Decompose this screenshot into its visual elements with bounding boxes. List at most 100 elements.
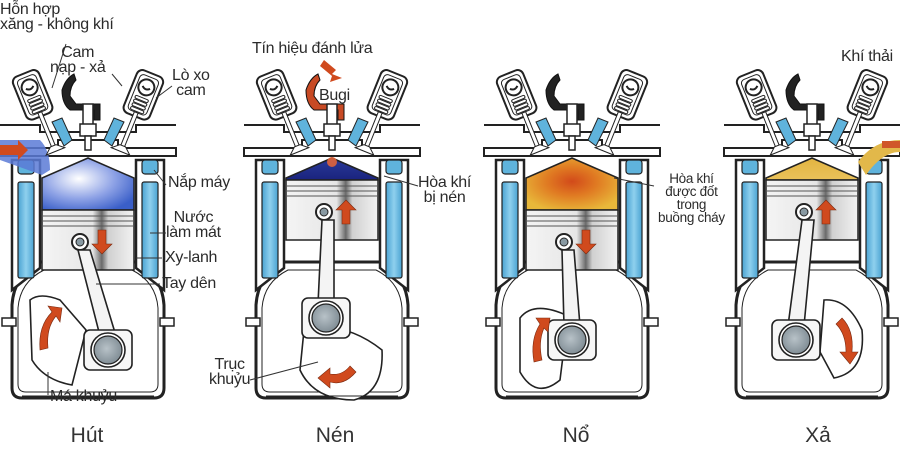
- intake-valve: [735, 69, 791, 157]
- coolant-guide-left: [295, 117, 317, 147]
- spring-coil: [614, 106, 629, 115]
- spring-coil: [131, 102, 146, 111]
- spring-coil: [31, 106, 46, 115]
- spark-plug-body: [323, 123, 341, 137]
- intake-arrow-icon: [0, 140, 28, 160]
- cam-icon: [20, 78, 39, 97]
- cam-icon: [137, 78, 156, 97]
- spark-plug-tip: [808, 135, 816, 151]
- flange-left: [1, 317, 17, 327]
- combustion-chamber: [525, 157, 619, 211]
- piston: [765, 179, 859, 241]
- cam-icon: [621, 78, 640, 97]
- coolant-jacket-left: [741, 181, 759, 279]
- valve-head: [769, 144, 791, 157]
- valve-head: [289, 144, 311, 157]
- flange-left: [485, 317, 501, 327]
- spark-plug-insulator: [82, 103, 94, 127]
- spring-coil: [274, 102, 289, 111]
- coolant-guide-left: [535, 117, 557, 147]
- label-cam: Cam nạp - xả: [50, 44, 106, 76]
- leader-compressed-mixture: [383, 175, 419, 187]
- label-crankshaft: Trục khuỷu: [209, 356, 251, 388]
- spring-coil: [751, 94, 766, 104]
- leader-cylinder-head: [153, 169, 167, 186]
- spark-plug-body: [79, 123, 97, 137]
- label-combustion: Hòa khí được đốt trong buồng cháy: [658, 171, 725, 225]
- spring-coil: [275, 106, 290, 115]
- spark-plug-insulator: [326, 103, 338, 127]
- stroke-title-power: Nổ: [562, 424, 590, 447]
- flange-right: [883, 317, 899, 327]
- coolant-head-right: [625, 159, 643, 175]
- ignition-wire: [785, 73, 825, 121]
- valve-head: [833, 144, 855, 157]
- rotation-arrow-icon: [39, 305, 63, 351]
- spring-coil: [752, 98, 767, 107]
- coolant-head-left: [261, 159, 279, 175]
- coolant-guide-right: [347, 117, 369, 147]
- label-cylinder: Xy-lanh: [165, 249, 218, 266]
- spring-coil: [617, 98, 632, 107]
- ignition-arrow-icon: [320, 60, 342, 82]
- crank-journal: [311, 303, 341, 333]
- coolant-guide-left: [51, 117, 73, 147]
- leader-mixture: [51, 43, 67, 89]
- stroke-title-intake: Hút: [70, 424, 104, 447]
- exhaust-arrow-icon: [882, 141, 900, 148]
- leader-combustion: [613, 177, 655, 187]
- crank-journal: [557, 325, 587, 355]
- coolant-jacket-right: [865, 181, 883, 279]
- coolant-jacket-right: [385, 181, 403, 279]
- valve-head: [353, 144, 375, 157]
- spark-plug-body: [563, 123, 581, 137]
- spring-coil: [511, 94, 526, 104]
- intake-valve: [11, 69, 67, 157]
- spring-coil: [27, 94, 42, 104]
- rotation-arrow-icon: [317, 365, 357, 389]
- exhaust-valve: [109, 69, 165, 157]
- spark-plug-tip: [328, 135, 336, 151]
- cam-icon: [861, 78, 880, 97]
- rotation-arrow-icon: [532, 317, 551, 363]
- flange-right: [643, 317, 659, 327]
- label-connecting-rod: Tay dên: [162, 275, 216, 292]
- valve-head: [529, 144, 551, 157]
- crank-web: [29, 295, 87, 386]
- exhaust-valve: [593, 69, 649, 157]
- spring-coil: [378, 94, 393, 104]
- cam-icon: [744, 78, 763, 97]
- stroke-title-exhaust: Xả: [805, 424, 831, 447]
- coolant-guide-right: [827, 117, 849, 147]
- arrow-down-icon: [575, 229, 597, 255]
- coolant-jacket-right: [625, 181, 643, 279]
- spring-coil: [512, 98, 527, 107]
- valve-head: [593, 144, 615, 157]
- spring-coil: [134, 94, 149, 104]
- ignition-wire: [61, 73, 101, 121]
- spring-coil: [375, 102, 390, 111]
- leader-cam-spring: [155, 85, 173, 99]
- spring-coil: [133, 98, 148, 107]
- arrow-down-icon: [91, 229, 113, 255]
- spark-plug-insulator: [806, 103, 818, 127]
- valve-head: [109, 144, 131, 157]
- cam-icon: [504, 78, 523, 97]
- spring-coil: [377, 98, 392, 107]
- coolant-guide-left: [775, 117, 797, 147]
- flange-right: [403, 317, 419, 327]
- coolant-jacket-left: [17, 181, 35, 279]
- spring-coil: [130, 106, 145, 115]
- coolant-jacket-left: [501, 181, 519, 279]
- spring-coil: [615, 102, 630, 111]
- spring-coil: [857, 98, 872, 107]
- spring-coil: [855, 102, 870, 111]
- label-cam-spring: Lò xo cam: [172, 67, 210, 99]
- flange-left: [245, 317, 261, 327]
- cam-icon: [264, 78, 283, 97]
- cam-icon: [381, 78, 400, 97]
- combustion-chamber: [765, 157, 859, 181]
- spring-coil: [515, 106, 530, 115]
- spring-coil: [272, 98, 287, 107]
